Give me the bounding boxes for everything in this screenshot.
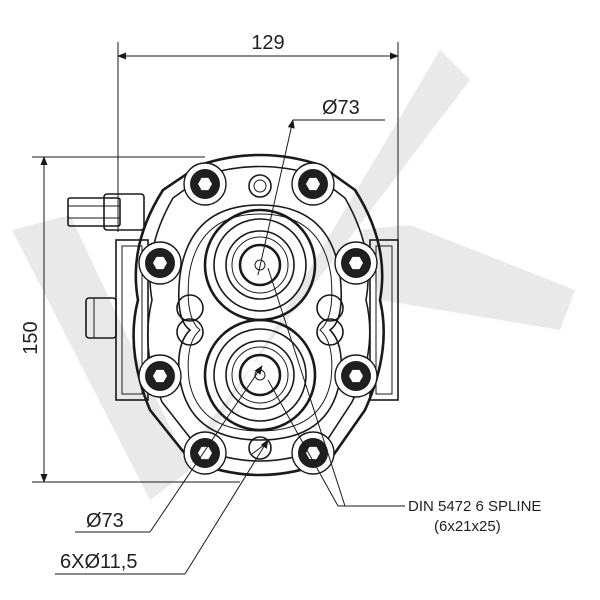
spline-spec-label: DIN 5472 6 SPLINE (408, 498, 541, 515)
bolt-head (291, 162, 335, 206)
mounting-bolts (138, 162, 378, 475)
width-dimension: 129 (117, 32, 399, 240)
holes-label: 6XØ11,5 (60, 551, 137, 573)
top-bore-dimension: Ø73 (257, 97, 385, 276)
bolt-head (138, 354, 182, 398)
spline-size-label: (6x21x25) (434, 518, 501, 535)
width-label: 129 (251, 32, 284, 54)
watermark-logo (12, 50, 575, 500)
spline-callout: DIN 5472 6 SPLINE (6x21x25) (267, 267, 541, 535)
top-bore-label: Ø73 (322, 97, 360, 119)
bolt-head (138, 241, 182, 285)
bottom-bore-label: Ø73 (86, 510, 124, 532)
holes-dimension: 6XØ11,5 (55, 439, 269, 575)
height-dimension: 150 (20, 156, 240, 483)
bottom-bore-dimension: Ø73 (75, 365, 263, 533)
bolt-head (183, 162, 227, 206)
bolt-head (334, 354, 378, 398)
bolt-head (334, 241, 378, 285)
height-label: 150 (20, 321, 42, 354)
bolt-head (183, 431, 227, 475)
